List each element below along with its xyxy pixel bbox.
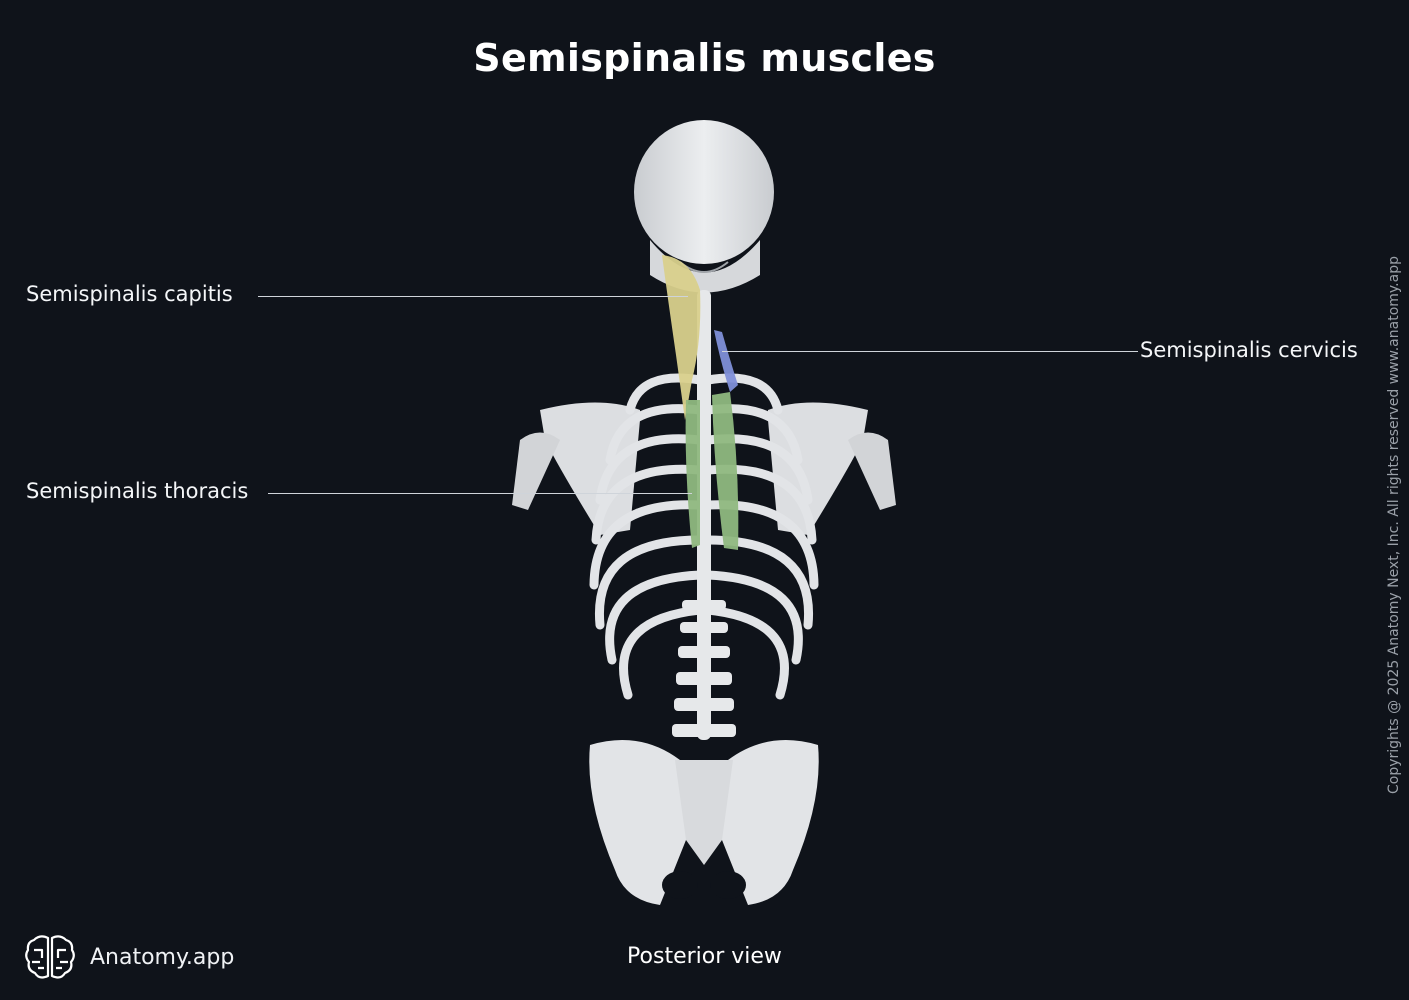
label-semispinalis-capitis: Semispinalis capitis (26, 282, 233, 306)
leader-line-capitis (258, 296, 688, 297)
vertebral-column (672, 290, 736, 740)
label-semispinalis-thoracis: Semispinalis thoracis (26, 479, 249, 503)
copyright-notice: Copyrights @ 2025 Anatomy Next, Inc. All… (1386, 256, 1402, 794)
left-scapula (512, 402, 640, 535)
pelvis (589, 740, 819, 905)
skull (634, 120, 774, 293)
page-title: Semispinalis muscles (473, 36, 936, 80)
semispinalis-capitis-muscle (662, 255, 701, 420)
semispinalis-thoracis-muscle (685, 392, 739, 550)
brand: Anatomy.app (24, 932, 234, 982)
right-scapula (768, 402, 896, 535)
leader-line-thoracis (268, 493, 692, 494)
view-caption: Posterior view (627, 944, 782, 969)
label-semispinalis-cervicis: Semispinalis cervicis (1140, 338, 1358, 362)
semispinalis-cervicis-muscle (714, 330, 738, 392)
brand-name: Anatomy.app (90, 944, 235, 970)
leader-line-cervicis (722, 351, 1138, 352)
brain-logo-icon (25, 935, 75, 979)
